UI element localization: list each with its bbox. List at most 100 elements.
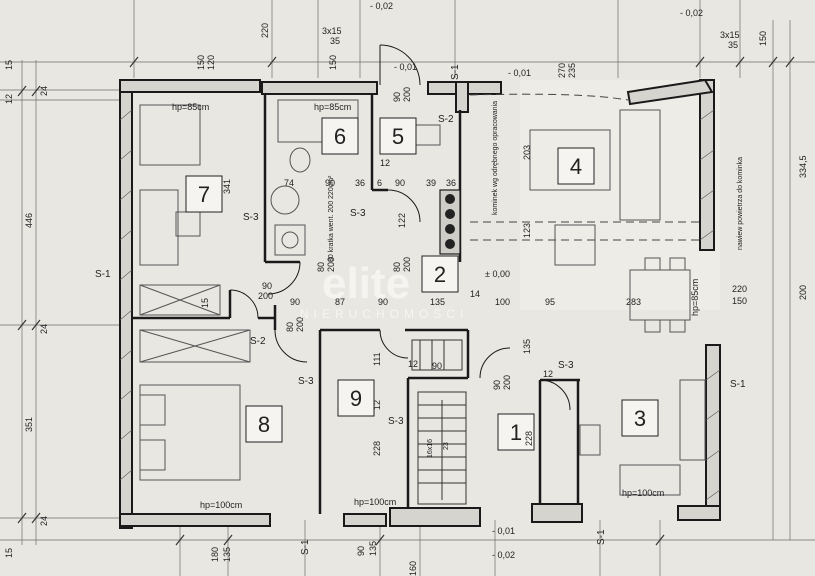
dimension-text: 150 <box>758 31 768 46</box>
dimension-text: 3x15 <box>322 26 342 36</box>
dimension-text: 200 <box>295 317 305 332</box>
dimension-text: 12 <box>543 369 553 379</box>
dimension-text: 203 <box>522 145 532 160</box>
room-number-6: 6 <box>334 124 346 149</box>
wall-label: S-3 <box>243 212 259 223</box>
dimension-text: 12 <box>372 400 382 410</box>
level-marks: - 0,02 - 0,02 - 0,01 - 0,01 ± 0,00 - 0,0… <box>370 1 703 560</box>
wall-north-stub <box>455 81 469 113</box>
dimension-text: 90 <box>356 546 366 556</box>
dimension-text: 220 <box>260 23 270 38</box>
room-numbers: 7 6 5 4 2 8 9 1 3 <box>185 117 659 451</box>
burner-icon <box>445 194 455 204</box>
dimension-text: 270 <box>557 63 567 78</box>
dimension-text: 90 <box>378 297 388 307</box>
wall-label: S-3 <box>350 208 366 219</box>
room-number-2: 2 <box>434 262 446 287</box>
dimension-text: 160 <box>408 561 418 576</box>
dimension-text: 283 <box>626 297 641 307</box>
sill-height: hp=100cm <box>622 488 664 498</box>
dimension-text: 12 <box>380 158 390 168</box>
bed-room7 <box>139 104 201 166</box>
room-number-1: 1 <box>510 420 522 445</box>
dimension-text: 122 <box>397 213 407 228</box>
dimension-text: 80 <box>316 262 326 272</box>
wall-north-2 <box>261 81 378 95</box>
wall-label: S-2 <box>438 114 454 125</box>
dimension-texts: 446 351 24 24 24 12 15 15 150 120 150 22… <box>4 23 808 576</box>
wall-east-corner <box>626 78 714 106</box>
dimension-text: 74 <box>284 178 294 188</box>
level-mark: - 0,02 <box>680 8 703 18</box>
shower <box>274 224 306 256</box>
wall-south-4 <box>531 503 583 523</box>
wall-label: S-3 <box>388 416 404 427</box>
dimension-text: 16x16 <box>427 439 434 458</box>
dimension-text: 123 <box>522 223 532 238</box>
dimension-text: 39 <box>426 178 436 188</box>
dimension-text: 200 <box>326 257 336 272</box>
kitchen-counter <box>679 379 706 461</box>
staircase <box>411 339 467 505</box>
dimension-text: 24 <box>39 516 49 526</box>
dimension-ticks <box>17 56 795 546</box>
dimension-text: 80 <box>392 262 402 272</box>
room-number-9: 9 <box>350 386 362 411</box>
dimension-text: 135 <box>222 547 232 562</box>
wall-label: S-1 <box>300 539 311 555</box>
dimension-text: 24 <box>39 324 49 334</box>
dimension-text: 150 <box>328 55 338 70</box>
dimension-text: 200 <box>402 87 412 102</box>
dimension-text: 12 <box>408 359 418 369</box>
level-mark: - 0,01 <box>492 526 515 536</box>
dimension-text: 90 <box>492 380 502 390</box>
level-mark: - 0,02 <box>370 1 393 11</box>
beam-lines <box>469 93 700 241</box>
dimension-text: 180 <box>210 547 220 562</box>
dimension-text: 200 <box>798 285 808 300</box>
dimension-text: 135 <box>368 541 378 556</box>
burner-icon <box>445 224 455 234</box>
dimension-text: 220 <box>732 284 747 294</box>
dimension-text: 90 <box>325 178 335 188</box>
sink <box>270 185 300 215</box>
door-swings <box>229 44 571 411</box>
dimension-text: 351 <box>24 417 34 432</box>
dimension-text: 23 <box>443 442 450 450</box>
level-mark: ± 0,00 <box>485 269 510 279</box>
dimension-text: 3x15 <box>720 30 740 40</box>
burner-icon <box>445 239 455 249</box>
sill-height: hp=85cm <box>172 102 209 112</box>
dimension-text: 15 <box>4 60 14 70</box>
room-number-3: 3 <box>634 406 646 431</box>
dimension-text: 200 <box>502 375 512 390</box>
room-number-8: 8 <box>258 412 270 437</box>
level-mark: - 0,01 <box>508 68 531 78</box>
dimension-text: 228 <box>372 441 382 456</box>
wall-east-upper <box>699 79 715 251</box>
dimension-text: 36 <box>446 178 456 188</box>
wall-label: S-3 <box>298 376 314 387</box>
dimension-text: 24 <box>39 86 49 96</box>
dimension-text: 334,5 <box>798 155 808 178</box>
exterior-walls <box>119 78 721 529</box>
dimension-text: 150 <box>196 55 206 70</box>
dimension-text: 90 <box>392 92 402 102</box>
fireplace-note: nawiew powietrza do kominka <box>737 157 744 250</box>
dimension-text: 87 <box>335 297 345 307</box>
dimension-text: 6 <box>377 178 382 188</box>
wall-hatching <box>119 109 721 501</box>
dimension-text: 35 <box>330 36 340 46</box>
notes: kominek wg odrębnego opracowania nawiew … <box>328 101 744 262</box>
wall-south-5 <box>677 505 721 521</box>
dimension-text: 90 <box>395 178 405 188</box>
dimension-text: 15 <box>4 548 14 558</box>
dimension-text: 446 <box>24 213 34 228</box>
dimension-text: 15 <box>200 298 210 308</box>
level-mark: - 0,01 <box>394 62 417 72</box>
dimension-text: 135 <box>430 297 445 307</box>
wall-type-labels: S-1 S-1 S-1 S-1 S-1 S-2 S-2 S-3 S-3 S-3 … <box>95 64 746 555</box>
room-number-5: 5 <box>392 124 404 149</box>
dimension-text: 90 <box>432 361 442 371</box>
